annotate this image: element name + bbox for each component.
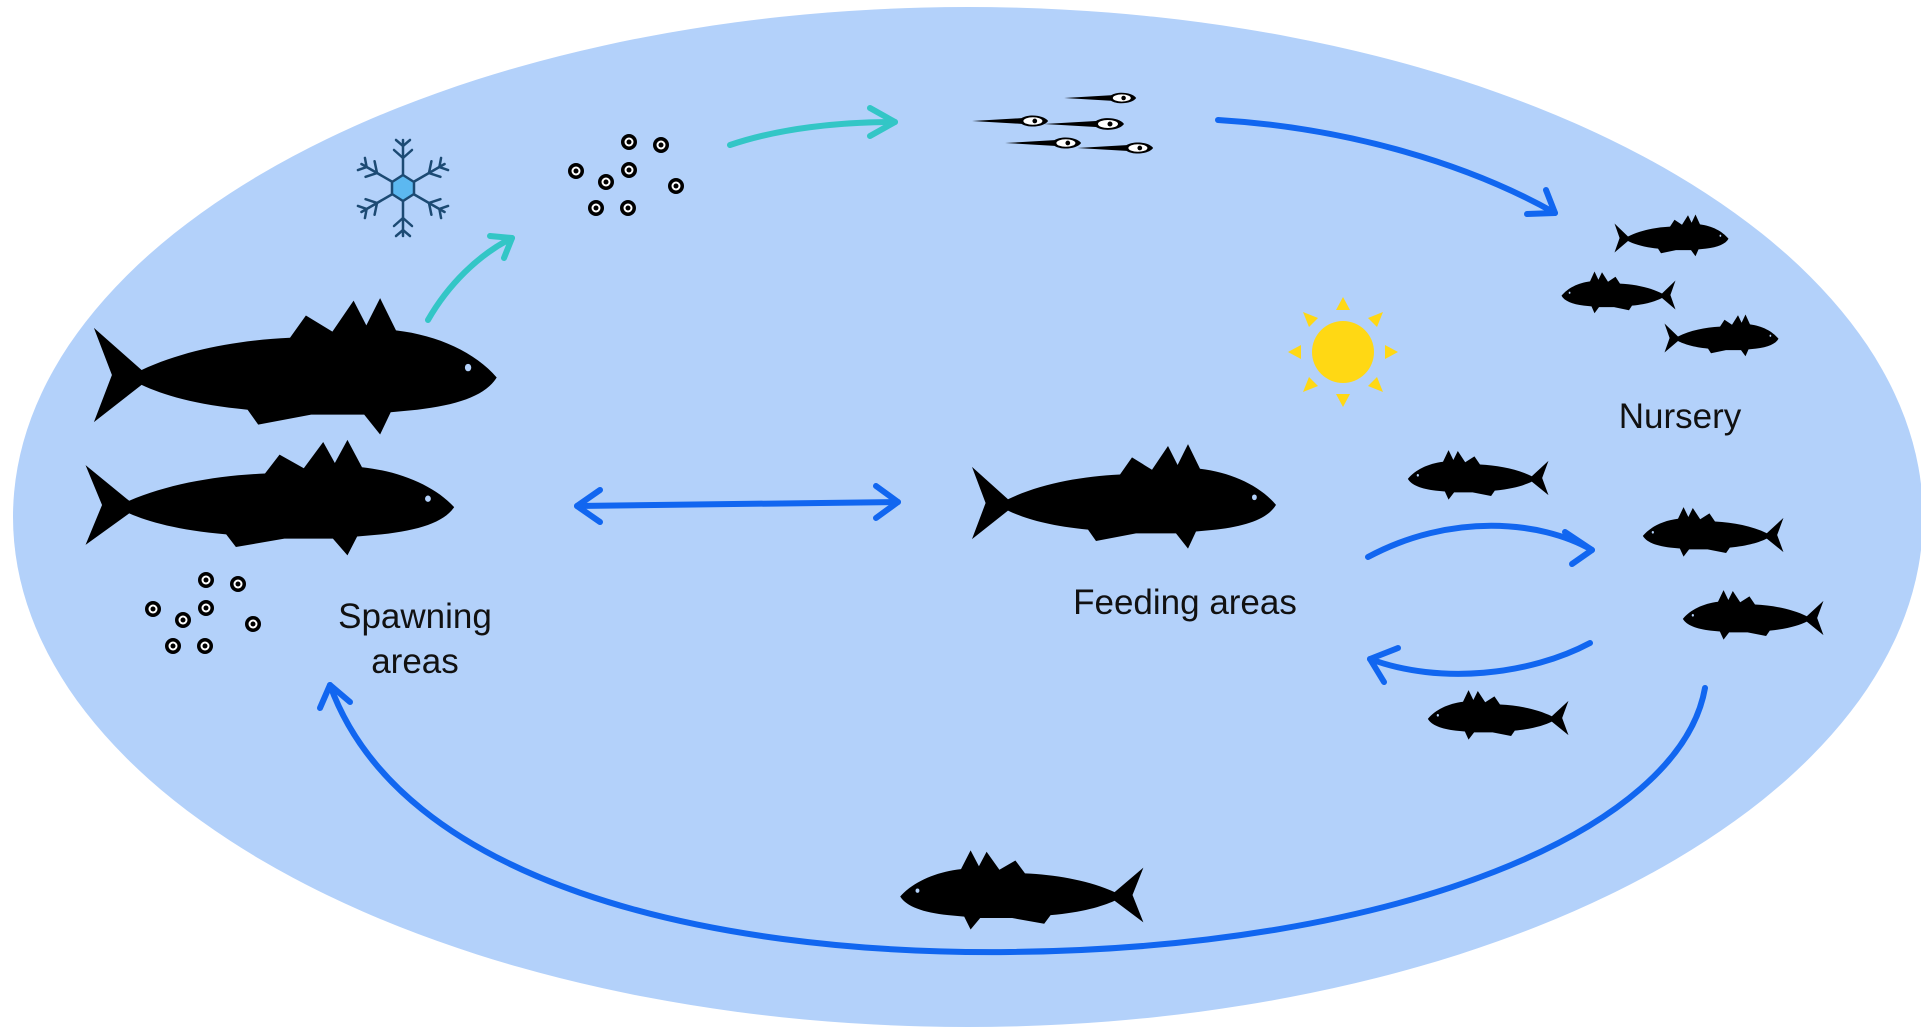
spawning-areas-label: Spawning areas	[315, 594, 515, 684]
nursery-label: Nursery	[1580, 394, 1780, 439]
feeding-areas-label: Feeding areas	[1040, 580, 1330, 625]
arrow-spawning-feeding	[577, 502, 898, 506]
